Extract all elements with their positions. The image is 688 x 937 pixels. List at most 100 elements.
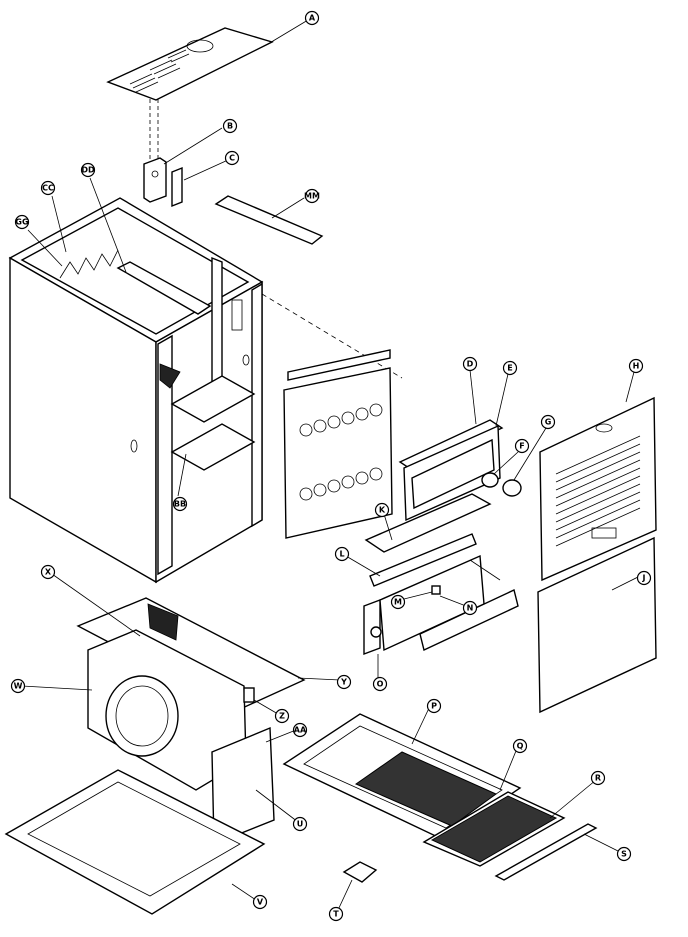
- callout-r: R: [590, 770, 606, 786]
- callout-circle: [40, 564, 56, 580]
- callout-cc: CC: [40, 180, 56, 196]
- callout-circle: [628, 358, 644, 374]
- callout-label: BB: [174, 500, 186, 509]
- callout-label: N: [467, 604, 474, 613]
- callout-n: N: [462, 600, 478, 616]
- bottom-panel: [4, 769, 266, 915]
- small-bracket: [342, 861, 378, 883]
- callout-label: E: [507, 364, 512, 373]
- callout-label: AA: [294, 726, 307, 735]
- callout-w: W: [10, 678, 26, 694]
- top-panel: [106, 27, 274, 160]
- callout-j: J: [636, 570, 652, 586]
- callout-s: S: [616, 846, 632, 862]
- callout-label: D: [467, 360, 474, 369]
- callout-t: T: [328, 906, 344, 922]
- callout-a: A: [304, 10, 320, 26]
- callout-circle: [224, 150, 240, 166]
- callout-label: U: [297, 820, 304, 829]
- callout-label: GG: [15, 218, 28, 227]
- callout-label: S: [621, 850, 627, 859]
- callout-circle: [514, 438, 530, 454]
- callout-circle: [374, 502, 390, 518]
- callout-circle: [40, 180, 56, 196]
- callout-circle: [252, 894, 268, 910]
- callout-dd: DD: [80, 162, 96, 178]
- callout-label: A: [309, 14, 316, 23]
- callout-label: O: [377, 680, 384, 689]
- callout-circle: [334, 546, 350, 562]
- callout-circle: [222, 118, 238, 134]
- callout-y: Y: [336, 674, 352, 690]
- callout-circle: [304, 10, 320, 26]
- callout-d: D: [462, 356, 478, 372]
- callout-label: P: [431, 702, 437, 711]
- lower-door: [537, 536, 657, 714]
- callout-q: Q: [512, 738, 528, 754]
- callout-u: U: [292, 816, 308, 832]
- callout-circle: [372, 676, 388, 692]
- burner-panel: [283, 349, 393, 539]
- callout-label: MM: [304, 192, 320, 201]
- callout-g: G: [540, 414, 556, 430]
- callout-label: X: [45, 568, 52, 577]
- blower-assembly: [76, 597, 306, 791]
- callout-circle: [512, 738, 528, 754]
- callout-circle: [14, 214, 30, 230]
- callout-aa: AA: [292, 722, 308, 738]
- callout-mm: MM: [304, 188, 320, 204]
- callout-label: H: [633, 362, 640, 371]
- callout-c: C: [224, 150, 240, 166]
- callout-label: W: [14, 682, 23, 691]
- callout-e: E: [502, 360, 518, 376]
- callout-label: CC: [42, 184, 54, 193]
- callout-circle: [274, 708, 290, 724]
- callout-label: J: [642, 574, 646, 583]
- callout-circle: [540, 414, 556, 430]
- leader-lines: [21, 19, 641, 911]
- callout-circle: [502, 360, 518, 376]
- callout-label: K: [379, 506, 386, 515]
- callout-label: Q: [517, 742, 524, 751]
- callout-circle: [590, 770, 606, 786]
- callout-bb: BB: [172, 496, 188, 512]
- callout-b: B: [222, 118, 238, 134]
- filter-rack: [282, 713, 598, 881]
- callout-label: Y: [340, 678, 347, 687]
- callout-label: R: [595, 774, 601, 783]
- callout-circle: [328, 906, 344, 922]
- callout-circle: [292, 816, 308, 832]
- callout-circle: [336, 674, 352, 690]
- callout-circle: [616, 846, 632, 862]
- callout-label: T: [333, 910, 339, 919]
- callout-label: DD: [81, 166, 95, 175]
- vent-gasket: [398, 419, 522, 522]
- callout-circle: [80, 162, 96, 178]
- callout-circle: [172, 496, 188, 512]
- callout-l: L: [334, 546, 350, 562]
- upper-door: [539, 396, 657, 582]
- callout-circle: [10, 678, 26, 694]
- callout-m: M: [390, 594, 406, 610]
- callout-f: F: [514, 438, 530, 454]
- callout-v: V: [252, 894, 268, 910]
- callout-x: X: [40, 564, 56, 580]
- callout-circle: [636, 570, 652, 586]
- callout-label: F: [519, 442, 524, 451]
- callout-label: M: [394, 598, 402, 607]
- callout-label: Z: [279, 712, 285, 721]
- callout-labels: A BC MM DD CC GG D E H F G K BB L M N J X O Y W Z AA P Q R U S V T: [10, 10, 652, 922]
- limit-bracket: [143, 157, 183, 208]
- mm-strip: [214, 195, 324, 245]
- callout-circle: [292, 722, 308, 738]
- callout-label: L: [339, 550, 344, 559]
- callout-circle: [390, 594, 406, 610]
- callout-o: O: [372, 676, 388, 692]
- callout-circle: [462, 600, 478, 616]
- control-box: [211, 726, 275, 846]
- callout-circle: [426, 698, 442, 714]
- callout-h: H: [628, 358, 644, 374]
- callout-label: G: [545, 418, 552, 427]
- callout-z: Z: [274, 708, 290, 724]
